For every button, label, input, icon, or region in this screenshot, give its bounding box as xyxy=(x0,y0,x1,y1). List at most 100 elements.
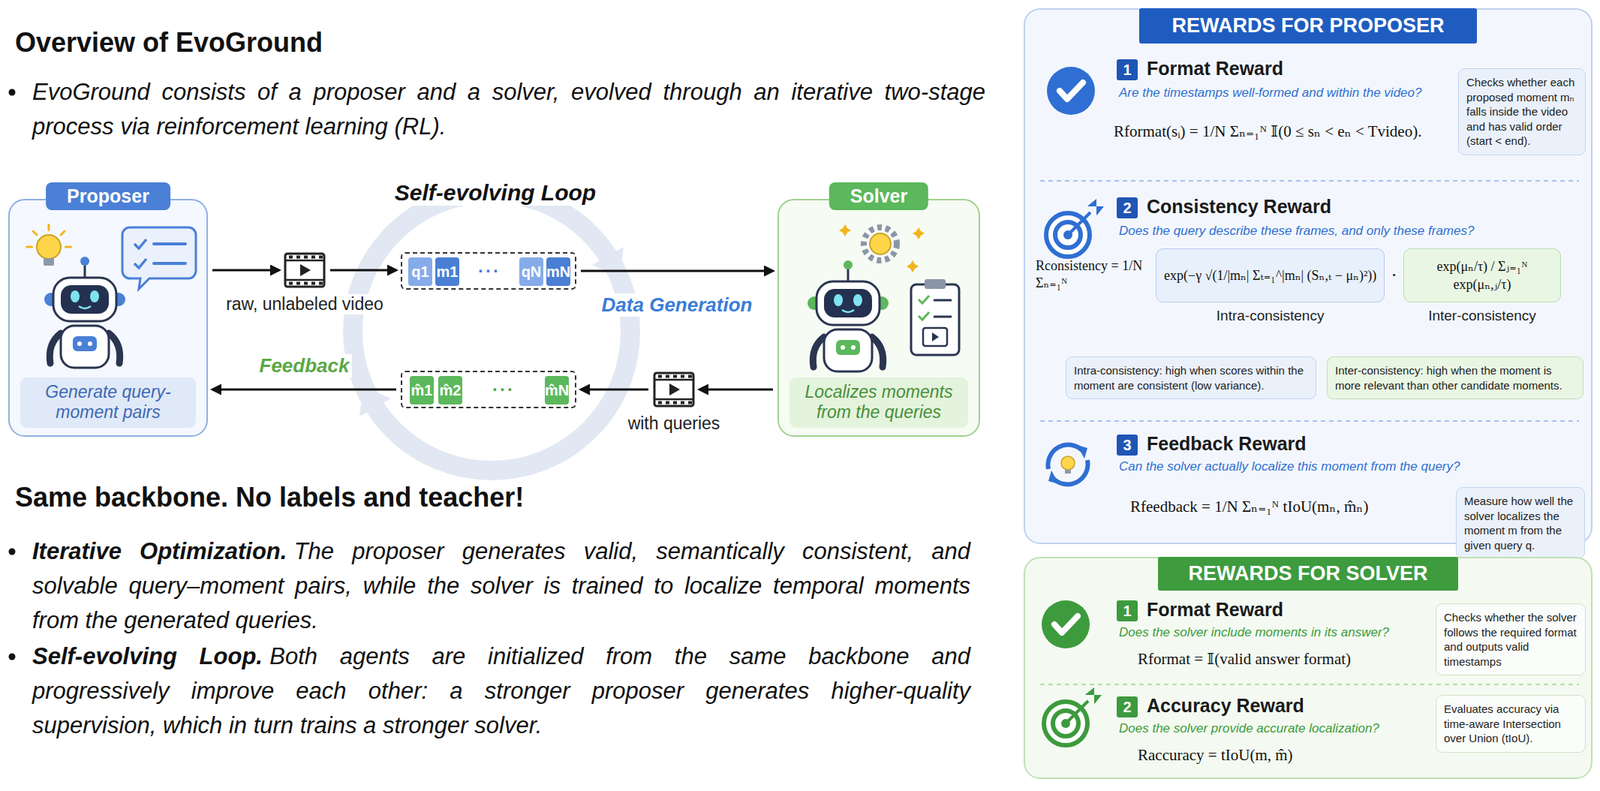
drawing-stroke xyxy=(1076,445,1088,459)
drawing-stroke xyxy=(839,224,852,237)
reward-question: Can the solver actually localize this mo… xyxy=(1118,459,1460,475)
drawing-stroke xyxy=(680,375,685,379)
drawing-stroke xyxy=(673,375,677,379)
reward-title: Feedback Reward xyxy=(1146,433,1307,455)
drawing-stroke xyxy=(833,294,843,307)
drawing-stroke xyxy=(60,285,109,314)
bullet-dot xyxy=(9,653,16,661)
drawing-stroke xyxy=(53,277,117,322)
node-text: Intra-consistency: high when scores with… xyxy=(1073,363,1309,393)
drawing-stroke xyxy=(90,290,100,303)
formula: · xyxy=(1390,264,1398,287)
node-text: REWARDS FOR PROPOSER xyxy=(1139,8,1477,44)
drawing-stroke xyxy=(847,267,850,282)
reward-title: Format Reward xyxy=(1146,57,1284,80)
drawing-stroke xyxy=(842,309,855,313)
node-text: q1 xyxy=(411,263,429,281)
drawing-stroke xyxy=(122,227,196,289)
drawing-stroke xyxy=(658,375,662,379)
drawing-stroke xyxy=(318,282,323,286)
drawing-stroke xyxy=(824,288,873,318)
section-heading: Same backbone. No labels and teacher! xyxy=(15,481,524,514)
drawing-stroke xyxy=(906,260,919,273)
drawing-stroke xyxy=(853,294,863,307)
drawing-stroke xyxy=(296,255,301,259)
callout-number: 3 xyxy=(1116,434,1138,456)
drawing-stroke xyxy=(1046,66,1095,115)
node-text: m̂2 xyxy=(439,381,462,400)
note-box: Checks whether each proposed moment mₙ f… xyxy=(1458,68,1586,156)
drawing-stroke xyxy=(1046,213,1090,257)
drawing-stroke xyxy=(318,255,323,259)
prediction-token: m̂N xyxy=(544,375,569,405)
drawing-stroke xyxy=(843,260,853,270)
loop-arrowhead xyxy=(592,246,624,277)
drawing-stroke xyxy=(49,333,61,364)
drawing-stroke xyxy=(912,227,925,240)
drawing-stroke xyxy=(153,243,186,264)
node-subtext: Generate query-moment pairs xyxy=(20,377,196,428)
drawing-stroke xyxy=(1085,687,1102,704)
drawing-stroke xyxy=(77,341,82,346)
drawing-stroke xyxy=(654,398,694,401)
drawing-stroke xyxy=(1061,456,1075,470)
reward-panel: REWARDS FOR SOLVERChecks whether the sol… xyxy=(1023,556,1593,779)
callout-number: 1 xyxy=(1116,59,1138,81)
flow-arrow xyxy=(580,388,649,391)
moment-token: mN xyxy=(546,257,571,286)
drawing-stroke xyxy=(872,336,884,367)
node-text: exp(−γ √(1/|mₙ| Σₜ₌₁^|mₙ| (Sₙ,ₜ − μₙ)²)) xyxy=(1163,267,1377,284)
loop-ring xyxy=(352,192,631,471)
callout-number: 2 xyxy=(1116,197,1138,219)
drawing-stroke xyxy=(1059,82,1083,100)
drawing-stroke xyxy=(932,332,939,342)
node-text: ··· xyxy=(462,256,517,286)
drawing-stroke xyxy=(680,401,685,405)
reward-question: Are the timestamps well-formed and withi… xyxy=(1118,85,1422,101)
drawing-stroke xyxy=(1047,445,1083,470)
flow-arrow xyxy=(330,269,397,272)
note-box: Evaluates accuracy via time-aware Inters… xyxy=(1435,694,1586,753)
drawing-stroke xyxy=(688,375,692,379)
drawing-stroke xyxy=(851,345,856,350)
drawing-stroke xyxy=(72,336,97,352)
node-text: Checks whether the solver follows the re… xyxy=(1443,610,1578,669)
drawing-stroke xyxy=(654,378,694,382)
drawing-stroke xyxy=(60,231,65,235)
bullet-paragraph: Iterative Optimization.The proposer gene… xyxy=(32,534,971,638)
node-text: Evaluates accuracy via time-aware Inters… xyxy=(1443,701,1578,746)
drawing-stroke xyxy=(836,339,861,355)
bullet-lead: Iterative Optimization. xyxy=(32,538,287,565)
node-subtext: Localizes moments from the queries xyxy=(789,377,969,428)
drawing-stroke xyxy=(665,375,670,379)
formula-box: exp(−γ √(1/|mₙ| Σₜ₌₁^|mₙ| (Sₙ,ₜ − μₙ)²))… xyxy=(1155,248,1385,303)
drawing-stroke xyxy=(1048,470,1059,485)
formula: Rconsistency = 1/N Σₙ₌₁ᴺ xyxy=(1035,257,1149,293)
formula: Rformat(sᵢ) = 1/N Σₙ₌₁ᴺ 𝕀(0 ≤ sₙ < eₙ < … xyxy=(1113,122,1422,142)
drawing-stroke xyxy=(933,300,952,317)
reward-title: Accuracy Reward xyxy=(1146,694,1305,717)
note-box: Inter-consistency: high when the moment … xyxy=(1326,356,1584,400)
callout-number: 2 xyxy=(1116,696,1138,718)
node-text: mN xyxy=(546,263,571,281)
drawing-stroke xyxy=(1041,600,1090,649)
moment-token: m1 xyxy=(435,257,460,286)
query-moment-sequence: ···q1m1qNmN xyxy=(400,252,577,290)
agent-box: SolverLocalizes moments from the queries xyxy=(777,198,981,437)
query-token: q1 xyxy=(408,257,433,286)
node-text: raw, unlabeled video xyxy=(223,294,386,315)
page-title: Overview of EvoGround xyxy=(15,27,323,59)
note-box: Checks whether the solver follows the re… xyxy=(1435,603,1586,676)
flow-arrow xyxy=(699,388,773,391)
loop-title: Self-evolving Loop xyxy=(390,180,601,206)
prediction-token: m̂1 xyxy=(409,375,434,405)
edge-label: Feedback xyxy=(256,354,353,378)
drawing-stroke xyxy=(1040,180,1579,182)
node-text: Proposer xyxy=(45,182,171,211)
bullet-text: EvoGround consists of a proposer and a s… xyxy=(32,75,986,145)
node-subtext: Inter-consistency xyxy=(1428,307,1537,325)
flow-arrow xyxy=(212,388,397,391)
illustration xyxy=(283,252,326,289)
reward-question: Does the query describe these frames, an… xyxy=(1118,223,1474,239)
reward-question: Does the solver include moments in its a… xyxy=(1118,625,1390,641)
